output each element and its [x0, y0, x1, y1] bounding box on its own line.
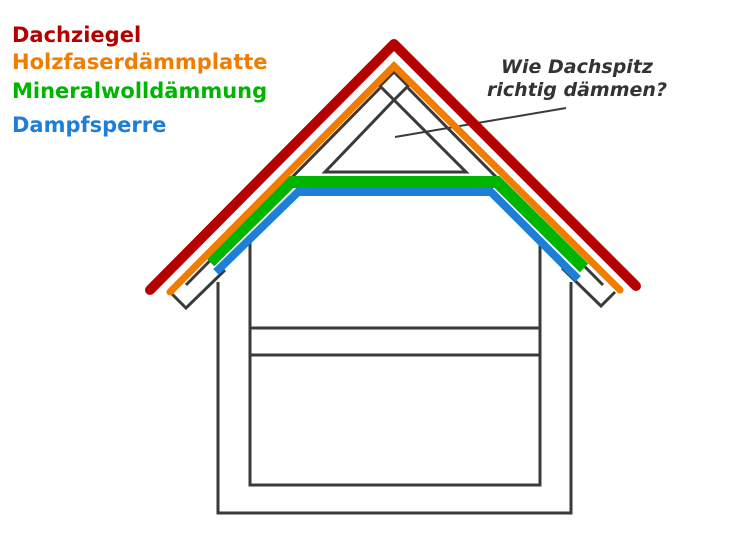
outer-wall [216, 282, 573, 515]
inner-room [248, 240, 542, 487]
legend-wood-fiber: Holzfaserdämmplatte [12, 50, 268, 74]
layer-wood-fiber [166, 61, 624, 296]
question-line-2: richtig dämmen? [487, 78, 667, 101]
layer-mineral-wool [205, 176, 589, 273]
rafter-left [168, 268, 227, 311]
leader-line [394, 107, 567, 138]
layer-vapor-barrier [213, 188, 581, 282]
attic-triangle [321, 97, 470, 174]
legend-mineral-wool: Mineralwolldämmung [12, 79, 268, 103]
question-label: Wie Dachspitz richtig dämmen? [472, 56, 682, 102]
question-line-1: Wie Dachspitz [501, 56, 653, 78]
legend-vapor-barrier: Dampfsperre [12, 113, 167, 137]
legend-roof-tiles: Dachziegel [12, 23, 142, 47]
layer-roof-tiles [145, 39, 641, 295]
